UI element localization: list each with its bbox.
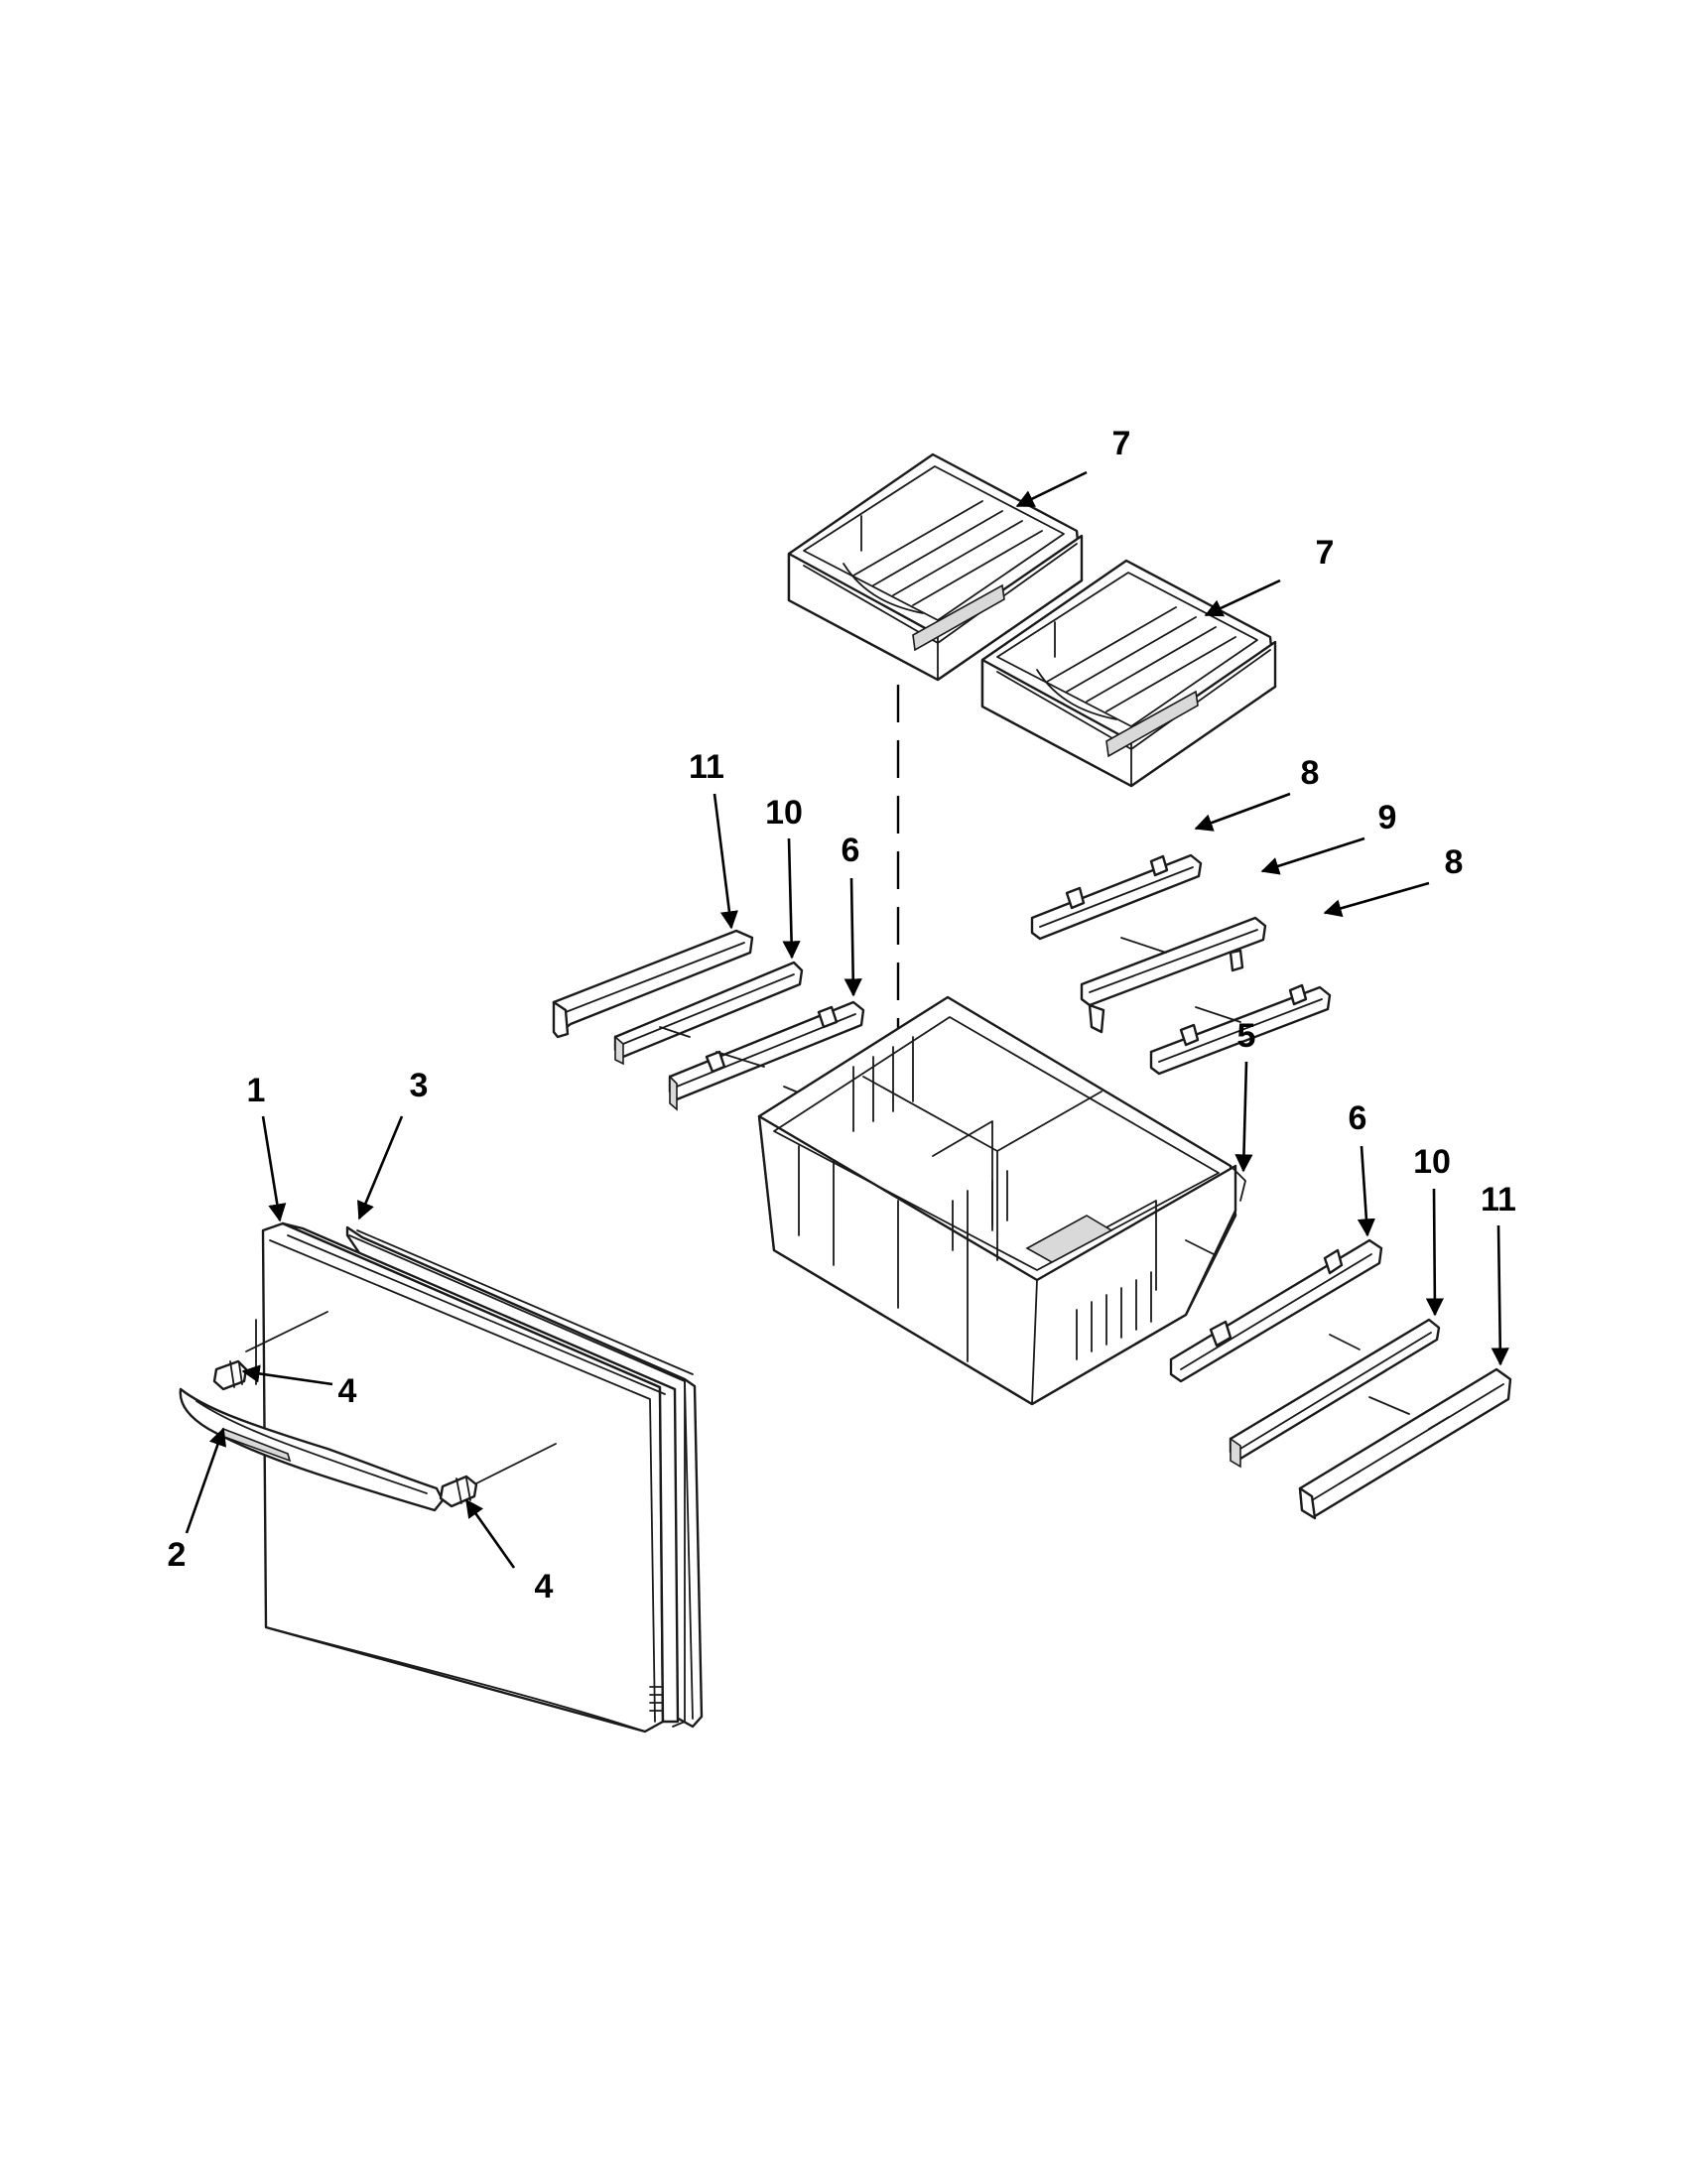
slide-cover-right [1298,1367,1512,1520]
callout-8-lower: 8 [1445,843,1464,881]
callout-leaders [185,470,1509,1569]
callout-8-upper: 8 [1301,754,1320,792]
slide-cover-left [552,929,754,1039]
callout-9: 9 [1378,799,1397,836]
freezer-main-bin [757,995,1246,1406]
slide-track-left [668,1000,865,1111]
callout-6-right: 6 [1349,1099,1367,1137]
callout-6-left: 6 [842,832,860,869]
handle-screw-right [439,1475,478,1508]
right-slide-alignment [1120,937,1241,1023]
slide-rail-lower-8 [1149,983,1332,1076]
callout-1: 1 [247,1072,266,1109]
callout-7-upper: 7 [1112,425,1131,462]
callout-2: 2 [168,1536,187,1574]
slide-track-right [1169,1238,1383,1383]
slide-rail-upper-8 [1030,853,1203,941]
callout-4-lower: 4 [535,1568,554,1606]
callout-7-lower: 7 [1316,534,1335,572]
slide-rail-middle-9 [1080,916,1267,1034]
slide-rail-left [613,961,804,1066]
right-lower-alignment [1185,1239,1410,1415]
callout-3: 3 [410,1067,429,1104]
callout-10-right: 10 [1413,1143,1451,1181]
callout-5: 5 [1237,1017,1256,1055]
callout-4-upper: 4 [338,1372,357,1410]
upper-basket-right [980,559,1277,788]
callout-labels: 7 7 8 9 8 11 10 6 5 6 10 11 1 3 4 4 2 [168,425,1516,1606]
slide-rail-right [1229,1318,1441,1469]
callout-10-left: 10 [765,794,803,832]
callout-11-right: 11 [1481,1181,1516,1219]
upper-basket-left [787,452,1084,682]
callout-11-left: 11 [689,748,724,786]
handle-screw-left [212,1359,248,1391]
